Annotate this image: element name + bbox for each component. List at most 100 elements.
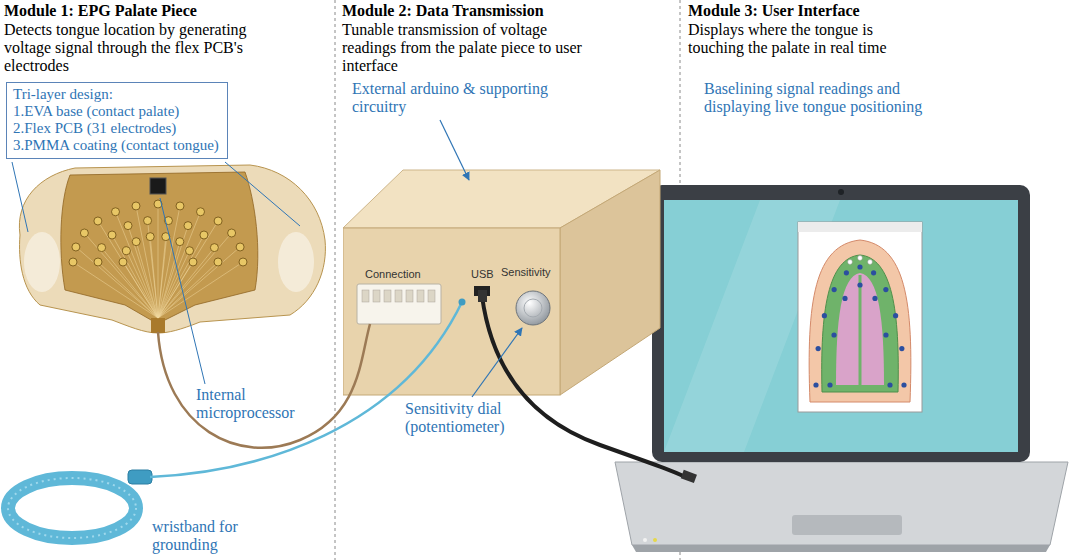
electrode (69, 258, 77, 266)
microprocessor-chip (150, 178, 166, 194)
panel-label: Sensitivity (501, 266, 551, 278)
palate-map-electrode (822, 313, 827, 318)
callout-label: External arduino & supporting circuitry (352, 80, 567, 116)
pcb-trace (126, 251, 158, 318)
palate-map-midline (859, 275, 862, 385)
electrode (236, 243, 244, 251)
pcb-trace (123, 262, 158, 318)
pcb-trace (150, 237, 158, 318)
callout-text: 2.Flex PCB (31 electrodes) (13, 120, 219, 137)
connector-pin (384, 290, 391, 302)
pcb-trace (158, 206, 180, 318)
electrode (132, 202, 140, 210)
electrode (119, 258, 127, 266)
palate-map-electrode (901, 382, 906, 387)
pcb-trace (136, 206, 158, 318)
pcb-trace (158, 221, 218, 318)
palate-cable (158, 324, 370, 448)
palate-map-inner (836, 273, 884, 385)
touchpad (792, 515, 902, 535)
connector-pin (406, 290, 413, 302)
palate-map-electrode (832, 287, 837, 292)
module-description: Displays where the tongue is touching th… (688, 21, 913, 57)
callout-text: Tri-layer design: (13, 86, 219, 103)
pcb-trace (158, 248, 214, 318)
usb-port (474, 286, 490, 296)
panel-label: Connection (365, 268, 421, 280)
pcb-trace (76, 247, 158, 318)
callout-label: Sensitivity dial (potentiometer) (405, 400, 535, 436)
leader-arrow (472, 328, 522, 397)
usb-plug (681, 470, 697, 483)
window-titlebar (798, 222, 922, 232)
electrode (197, 208, 205, 216)
palate-map-electrode (857, 264, 862, 269)
eva-patch (278, 232, 314, 292)
pcb-trace (84, 233, 158, 318)
laptop-lip (632, 545, 1050, 552)
electrode (108, 231, 116, 239)
electrode (94, 217, 102, 225)
pcb-trace (158, 235, 204, 318)
enclosure-drawing (343, 168, 663, 398)
eva-patch (24, 232, 60, 292)
electrode (80, 229, 88, 237)
electrode (176, 238, 184, 246)
palate-map-electrode (831, 332, 836, 337)
palate-map-outer (809, 240, 911, 402)
electrode (72, 243, 80, 251)
electrode (228, 229, 236, 237)
electrode (186, 247, 194, 255)
electrode (176, 202, 184, 210)
palate-map-electrode (848, 260, 853, 265)
palate-map-electrode (858, 256, 863, 261)
app-window (798, 222, 922, 412)
grounding-cable (150, 302, 462, 477)
palate-map-electrode (868, 260, 873, 265)
connector-pin (362, 290, 369, 302)
usb-cable (482, 296, 688, 478)
palate-map-electrode (899, 346, 904, 351)
module-heading: Module 2: Data Transmission (342, 2, 672, 20)
pcb-trace (98, 221, 158, 318)
pcb-trace (158, 247, 240, 318)
laptop-base (615, 462, 1068, 545)
palate-map-electrode (871, 270, 876, 275)
leader-arrow (440, 120, 469, 180)
electrode (112, 208, 120, 216)
palate-map-electrode (857, 282, 862, 287)
palate-map-electrode (816, 346, 821, 351)
leader-line (225, 162, 300, 226)
callout-label: Internal microprocessor (196, 386, 306, 422)
electrode (122, 247, 130, 255)
status-led (643, 538, 647, 542)
sensitivity-knob (516, 291, 550, 325)
connector-pin (428, 290, 435, 302)
module-heading: Module 1: EPG Palate Piece (4, 2, 334, 20)
electrode (144, 217, 152, 225)
electrode (214, 258, 222, 266)
palate-map-electrode (827, 382, 832, 387)
arduino-enclosure: Connection USB Sensitivity (343, 168, 663, 398)
module-description: Tunable transmission of voltage readings… (342, 21, 592, 75)
palate-map-electrode (844, 270, 849, 275)
pcb-trace (158, 237, 166, 318)
palate-map-electrode (813, 382, 818, 387)
electrode (132, 238, 140, 246)
electrode (214, 217, 222, 225)
palate-map-electrode (883, 287, 888, 292)
electrode (98, 244, 106, 252)
wristband-texture (8, 478, 136, 538)
leader-line (12, 162, 28, 232)
wristband-strap (8, 478, 136, 538)
callout-box: Tri-layer design:1.EVA base (contact pal… (6, 82, 228, 159)
callout-label: Baselining signal readings and displayin… (704, 80, 934, 116)
electrode (146, 233, 154, 241)
palate-map-electrode (883, 332, 888, 337)
laptop-bezel (652, 185, 1030, 462)
pcb-trace (158, 233, 232, 318)
camera (838, 189, 844, 195)
connector-pin (373, 290, 380, 302)
pcb-trace (116, 212, 159, 318)
panel-label: USB (471, 268, 494, 280)
